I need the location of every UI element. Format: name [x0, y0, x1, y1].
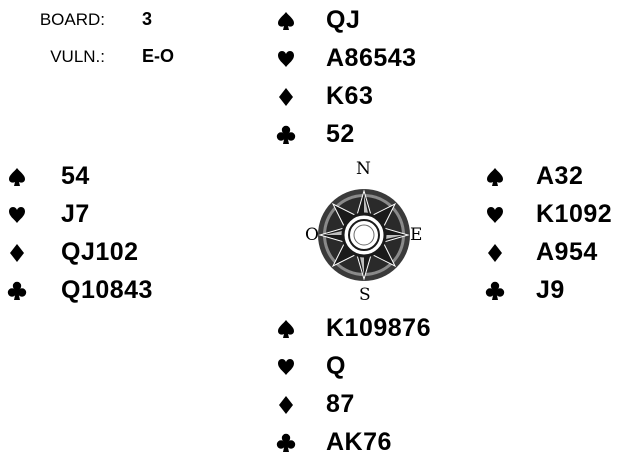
south-diamonds: 87 [326, 390, 355, 418]
heart-icon [6, 202, 28, 228]
compass-north-label: N [356, 159, 371, 179]
north-clubs: 52 [326, 120, 355, 148]
heart-icon [275, 46, 297, 72]
diamond-icon [275, 392, 297, 418]
east-spades-row: A32 [484, 160, 632, 198]
south-spades-row: K109876 [275, 312, 495, 350]
west-hearts: J7 [61, 200, 90, 228]
heart-icon [484, 202, 506, 228]
east-spades: A32 [536, 162, 584, 190]
compass-rose-icon [318, 189, 410, 281]
club-icon [275, 430, 297, 456]
east-clubs: J9 [536, 276, 565, 304]
compass-east-label: E [410, 225, 423, 245]
east-diamonds: A954 [536, 238, 598, 266]
west-spades: 54 [61, 162, 90, 190]
north-hearts-row: A86543 [275, 42, 475, 80]
west-spades-row: 54 [6, 160, 226, 198]
diamond-icon [484, 240, 506, 266]
diamond-icon [6, 240, 28, 266]
compass-rose: N O E S [292, 159, 434, 305]
north-spades: QJ [326, 6, 361, 34]
north-diamonds: K63 [326, 82, 374, 110]
board-number: 3 [142, 9, 153, 29]
compass-south-label: S [359, 285, 371, 305]
club-icon [484, 278, 506, 304]
west-clubs: Q10843 [61, 276, 153, 304]
spade-icon [275, 316, 297, 342]
east-clubs-row: J9 [484, 274, 632, 312]
south-diamonds-row: 87 [275, 388, 495, 426]
diamond-icon [275, 84, 297, 110]
west-hand: 54 J7 QJ102 Q10843 [6, 160, 226, 312]
club-icon [275, 122, 297, 148]
east-hearts-row: K1092 [484, 198, 632, 236]
east-diamonds-row: A954 [484, 236, 632, 274]
club-icon [6, 278, 28, 304]
south-spades: K109876 [326, 314, 431, 342]
spade-icon [275, 8, 297, 34]
board-label: BOARD: [39, 10, 105, 29]
north-spades-row: QJ [275, 4, 475, 42]
south-hand: K109876 Q 87 AK76 [275, 312, 495, 463]
south-hearts-row: Q [275, 350, 495, 388]
south-hearts: Q [326, 352, 346, 380]
east-hearts: K1092 [536, 200, 613, 228]
south-clubs: AK76 [326, 428, 392, 456]
compass-west-label: O [305, 225, 319, 245]
north-hand: QJ A86543 K63 52 [275, 4, 475, 156]
vulnerability-value: E-O [142, 46, 175, 66]
west-diamonds: QJ102 [61, 238, 139, 266]
north-clubs-row: 52 [275, 118, 475, 156]
north-hearts: A86543 [326, 44, 417, 72]
west-clubs-row: Q10843 [6, 274, 226, 312]
vulnerability-label: VULN.: [50, 47, 105, 66]
board-info: BOARD: 3 VULN.: E-O [0, 9, 200, 70]
west-diamonds-row: QJ102 [6, 236, 226, 274]
south-clubs-row: AK76 [275, 426, 495, 463]
east-hand: A32 K1092 A954 J9 [484, 160, 632, 312]
spade-icon [6, 164, 28, 190]
spade-icon [484, 164, 506, 190]
heart-icon [275, 354, 297, 380]
west-hearts-row: J7 [6, 198, 226, 236]
north-diamonds-row: K63 [275, 80, 475, 118]
